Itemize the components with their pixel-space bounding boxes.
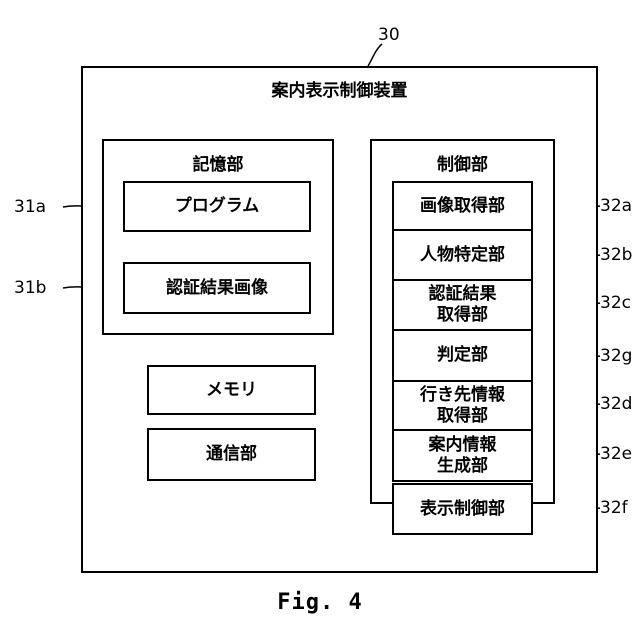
ref-31b: 31b: [14, 278, 46, 298]
ref-32d: 32d: [600, 394, 632, 414]
determination-label: 判定部: [437, 345, 488, 366]
auth-result-image-box: 認証結果画像: [123, 262, 311, 314]
determination-box: 判定部: [392, 329, 533, 382]
destination-info-acquisition-box: 行き先情報 取得部: [392, 380, 533, 431]
image-acquisition-label: 画像取得部: [420, 196, 505, 217]
figure-caption: Fig. 4: [0, 590, 640, 615]
ref-32e: 32e: [600, 444, 632, 464]
ref-32a: 32a: [600, 196, 632, 216]
destination-info-acquisition-label: 行き先情報 取得部: [420, 385, 505, 427]
device-title: 案内表示制御装置: [83, 76, 596, 101]
auth-result-acquisition-box: 認証結果 取得部: [392, 279, 533, 331]
ref-32f: 32f: [600, 498, 628, 518]
ref-32c: 32c: [600, 293, 631, 313]
auth-result-acquisition-label: 認証結果 取得部: [429, 284, 497, 326]
ref-31a: 31a: [14, 197, 46, 217]
storage-title: 記憶部: [104, 150, 332, 175]
memory-label: メモリ: [206, 380, 257, 401]
ref-30: 30: [378, 25, 400, 45]
ref-32g: 32g: [600, 346, 632, 366]
memory-box: メモリ: [147, 365, 316, 415]
auth-result-image-label: 認証結果画像: [166, 278, 268, 299]
guidance-info-generation-box: 案内情報 生成部: [392, 429, 533, 482]
program-label: プログラム: [175, 196, 260, 217]
display-control-label: 表示制御部: [420, 499, 505, 520]
display-control-box: 表示制御部: [392, 483, 533, 535]
comm-label: 通信部: [206, 444, 257, 465]
program-box: プログラム: [123, 181, 311, 232]
image-acquisition-box: 画像取得部: [392, 181, 533, 231]
controller-title: 制御部: [372, 150, 553, 175]
ref-32b: 32b: [600, 245, 632, 265]
comm-box: 通信部: [147, 428, 316, 481]
person-identification-label: 人物特定部: [420, 245, 505, 266]
guidance-info-generation-label: 案内情報 生成部: [429, 435, 497, 477]
person-identification-box: 人物特定部: [392, 229, 533, 281]
leader-30: [368, 44, 382, 66]
